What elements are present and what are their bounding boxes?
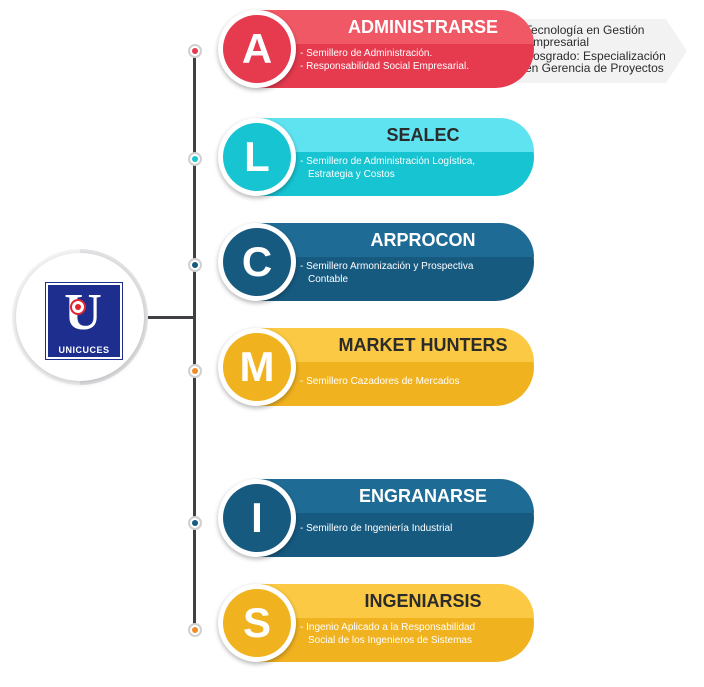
card-description-line: - Semillero de Administración Logística,: [300, 156, 476, 167]
timeline-dot: [188, 516, 202, 530]
timeline-dot: [188, 364, 202, 378]
note-item-2-line-1: Posgrado: Especialización: [525, 49, 666, 63]
group-card-m: M MARKET HUNTERS - Semillero Cazadores d…: [218, 328, 536, 406]
logo-text: UNICUCES: [58, 345, 110, 355]
letter-badge-letter: A: [223, 15, 291, 83]
letter-badge: C: [218, 223, 296, 301]
note-item-1-line-1: Tecnología en Gestión: [525, 23, 645, 37]
letter-badge-letter: S: [223, 589, 291, 657]
dot-spacer: [202, 370, 218, 372]
note-item-2-line-2: en Gerencia de Proyectos: [525, 61, 664, 75]
group-card-l: L SEALEC - Semillero de Administración L…: [218, 118, 536, 196]
timeline-dot: [188, 623, 202, 637]
card-description-line: - Semillero de Ingeniería Industrial: [300, 523, 453, 534]
group-card-c: C ARPROCON - Semillero Armonización y Pr…: [218, 223, 536, 301]
letter-badge: M: [218, 328, 296, 406]
letter-badge: L: [218, 118, 296, 196]
card-title-band: [256, 223, 534, 257]
group-card-a: A ADMINISTRARSE - Semillero de Administr…: [218, 10, 536, 88]
group-card-s: S INGENIARSIS - Ingenio Aplicado a la Re…: [218, 584, 536, 662]
card-description-line: Contable: [308, 273, 349, 285]
card-description-line: Social de los Ingenieros de Sistemas: [308, 634, 472, 646]
dot-spacer: [202, 50, 218, 52]
unicuces-logo: U UNICUCES: [46, 283, 122, 359]
card-title: ARPROCON: [370, 230, 476, 250]
programs-note: [511, 19, 687, 83]
dot-spacer: [202, 264, 218, 266]
dot-spacer: [202, 629, 218, 631]
card-description-line: - Semillero Armonización y Prospectiva: [300, 261, 474, 272]
card-description: - Semillero de Administración.- Responsa…: [300, 48, 500, 73]
card-description: - Semillero de Ingeniería Industrial: [300, 523, 500, 536]
card-description: - Semillero Cazadores de Mercados: [300, 376, 500, 389]
card-title-band: [256, 10, 534, 44]
card-description-line: - Ingenio Aplicado a la Responsabilidad: [300, 622, 476, 633]
timeline-dot: [188, 152, 202, 166]
card-description: - Semillero de Administración Logística,…: [300, 156, 500, 181]
card-description-line: - Semillero de Administración.: [300, 48, 433, 59]
card-title-band: [256, 584, 534, 618]
letter-badge-letter: L: [223, 123, 291, 191]
letter-badge-letter: C: [223, 228, 291, 296]
letter-badge-letter: M: [223, 333, 291, 401]
group-card-i: I ENGRANARSE - Semillero de Ingeniería I…: [218, 479, 536, 557]
letter-badge: I: [218, 479, 296, 557]
card-title-band: [256, 328, 534, 362]
logo-ball-icon: [70, 299, 86, 315]
dot-spacer: [202, 522, 218, 524]
note-item-1-line-2: Empresarial: [525, 35, 590, 49]
card-title: ENGRANARSE: [358, 486, 487, 506]
timeline-connector: [148, 316, 195, 319]
timeline-line: [193, 46, 196, 634]
card-title: SEALEC: [386, 125, 460, 145]
dot-spacer: [202, 158, 218, 160]
card-title: INGENIARSIS: [364, 591, 482, 611]
letter-badge: A: [218, 10, 296, 88]
timeline-dot: [188, 258, 202, 272]
timeline-dot: [188, 44, 202, 58]
card-description-line: - Semillero Cazadores de Mercados: [300, 376, 460, 387]
card-description-line: Estrategia y Costos: [308, 168, 395, 180]
letter-badge-letter: I: [223, 484, 291, 552]
card-title-band: [256, 479, 534, 513]
card-title: ADMINISTRARSE: [347, 17, 498, 37]
letter-badge: S: [218, 584, 296, 662]
card-title-band: [256, 118, 534, 152]
card-title: MARKET HUNTERS: [338, 335, 508, 355]
card-description-line: - Responsabilidad Social Empresarial.: [300, 60, 469, 72]
